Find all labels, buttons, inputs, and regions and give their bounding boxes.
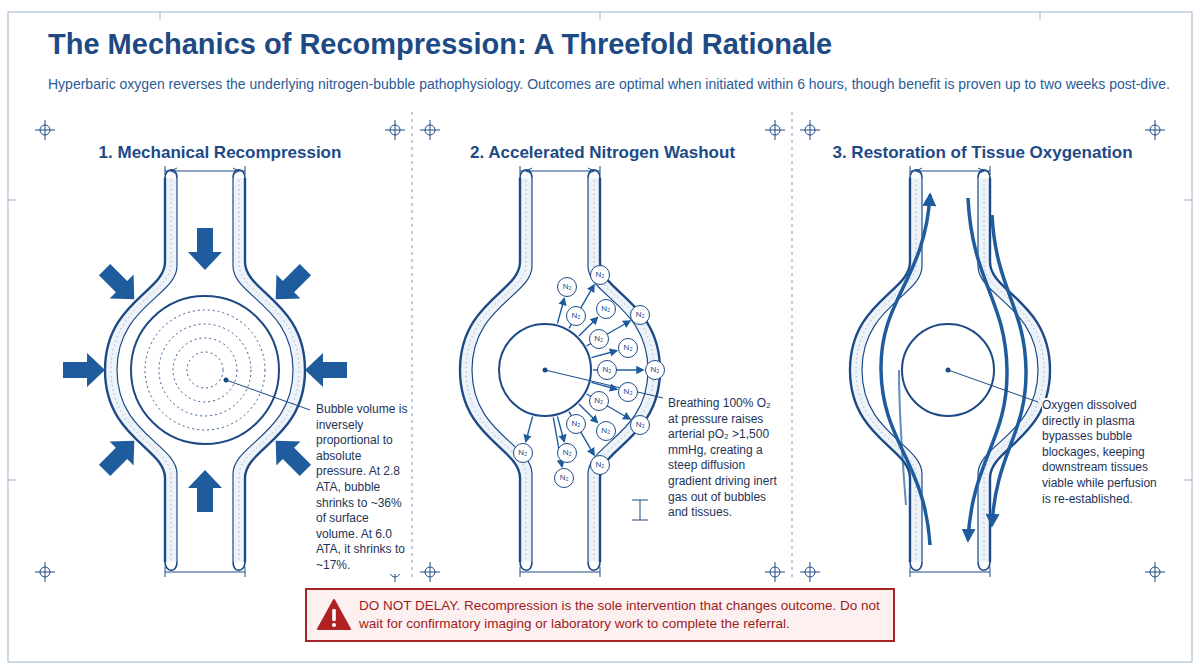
gas-molecule: N₂ bbox=[597, 360, 617, 380]
gas-label: N₂ bbox=[603, 366, 612, 374]
gas-molecule: N₂ bbox=[554, 468, 574, 488]
gas-label: N₂ bbox=[596, 271, 605, 279]
gas-label: N₂ bbox=[601, 427, 610, 435]
diffusion-arrow bbox=[591, 382, 616, 389]
gas-label: N₂ bbox=[572, 312, 581, 320]
gas-label: N₂ bbox=[624, 388, 633, 396]
gas-molecule: N₂ bbox=[630, 305, 650, 325]
gas-label: N₂ bbox=[518, 449, 527, 457]
gas-label: N₂ bbox=[560, 474, 569, 482]
gas-label: N₂ bbox=[563, 283, 572, 291]
diffusion-arrow bbox=[557, 299, 564, 324]
panel-column: 1. Mechanical RecompressionBubble volume… bbox=[30, 135, 410, 580]
diffusion-arrow bbox=[591, 351, 616, 358]
gas-label: N₂ bbox=[651, 366, 660, 374]
gas-label: N₂ bbox=[572, 420, 581, 428]
gas-molecule: N₂ bbox=[590, 455, 610, 475]
panel-heading: 3. Restoration of Tissue Oxygenation bbox=[795, 143, 1170, 163]
gas-molecule: N₂ bbox=[596, 299, 616, 319]
gas-molecule: N₂ bbox=[618, 338, 638, 358]
gas-molecule: N₂ bbox=[590, 265, 610, 285]
gas-label: N₂ bbox=[596, 461, 605, 469]
panel-heading: 2. Accelerated Nitrogen Washout bbox=[415, 143, 790, 163]
panel-description: Bubble volume is inversely proportional … bbox=[316, 402, 410, 574]
gas-molecule: N₂ bbox=[589, 329, 609, 349]
gas-molecule: N₂ bbox=[557, 277, 577, 297]
gas-label: N₂ bbox=[636, 311, 645, 319]
diagram-caption: Hyperbaric oxygen reverses the underlyin… bbox=[48, 76, 1178, 92]
gas-molecule: N₂ bbox=[557, 443, 577, 463]
gas-label: N₂ bbox=[594, 335, 603, 343]
gas-molecule: N₂ bbox=[513, 443, 533, 463]
warning-box: DO NOT DELAY. Recompression is the sole … bbox=[305, 588, 895, 642]
panel-description: Breathing 100% O₂ at pressure raises art… bbox=[668, 396, 780, 521]
gas-molecule: N₂ bbox=[645, 360, 665, 380]
gas-molecule: N₂ bbox=[596, 421, 616, 441]
gas-label: N₂ bbox=[594, 397, 603, 405]
diffusion-arrow bbox=[526, 416, 533, 441]
gas-label: N₂ bbox=[563, 449, 572, 457]
gas-molecule: N₂ bbox=[589, 391, 609, 411]
panel-heading: 1. Mechanical Recompression bbox=[30, 143, 410, 163]
gas-label: N₂ bbox=[624, 344, 633, 352]
panel-description: Oxygen dissolved directly in plasma bypa… bbox=[1042, 398, 1162, 507]
diffusion-arrow bbox=[557, 416, 564, 441]
gas-molecule: N₂ bbox=[618, 382, 638, 402]
gas-molecule: N₂ bbox=[566, 414, 586, 434]
panel-column: 2. Accelerated Nitrogen WashoutBreathing… bbox=[415, 135, 790, 580]
gas-molecule: N₂ bbox=[566, 306, 586, 326]
warning-text: DO NOT DELAY. Recompression is the sole … bbox=[359, 590, 893, 640]
gas-molecule: N₂ bbox=[630, 415, 650, 435]
warning-icon bbox=[317, 598, 351, 632]
gas-label: N₂ bbox=[601, 305, 610, 313]
gas-label: N₂ bbox=[636, 421, 645, 429]
diagram-title: The Mechanics of Recompression: A Threef… bbox=[48, 28, 1168, 61]
panel-column: 3. Restoration of Tissue OxygenationOxyg… bbox=[795, 135, 1170, 580]
